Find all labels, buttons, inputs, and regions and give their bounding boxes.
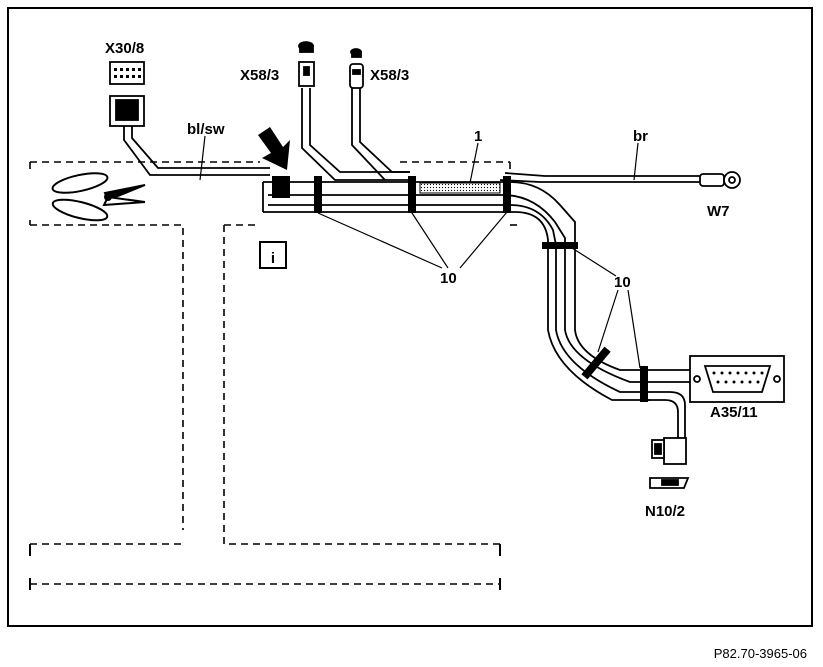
info-icon-glyph: i [271, 250, 275, 267]
n10-2-connector [649, 437, 690, 489]
cable-tie [272, 176, 290, 198]
x30-8-connector [109, 61, 145, 127]
cable-ties [272, 176, 648, 402]
cable-tie [640, 366, 648, 402]
w7-terminal [699, 171, 741, 189]
arrow-icon [258, 127, 290, 170]
br-wire [499, 172, 700, 183]
n10-2-wire [640, 391, 686, 440]
main-harness [262, 181, 690, 401]
bl-sw-wire [123, 125, 270, 176]
cable-tie [542, 242, 578, 249]
label-br: br [633, 128, 648, 145]
label-n10-2: N10/2 [645, 503, 685, 520]
label-bl-sw: bl/sw [187, 121, 225, 138]
label-x58-3-right: X58/3 [370, 67, 409, 84]
component-1-sleeve [419, 182, 501, 194]
a35-11-connector [689, 355, 785, 403]
label-component-1: 1 [474, 128, 482, 145]
leader-lines [199, 135, 641, 369]
label-10-right: 10 [614, 274, 631, 291]
cable-tie [314, 176, 322, 213]
scissors-icon [51, 172, 146, 222]
cable-tie [581, 346, 611, 380]
x58-wires [301, 88, 410, 181]
dashed-outline [29, 161, 520, 585]
label-10-left: 10 [440, 270, 457, 287]
label-a35-11: A35/11 [710, 404, 758, 421]
x58-3-left-connector [298, 41, 315, 87]
label-x58-3-left: X58/3 [240, 67, 279, 84]
cable-tie [503, 176, 511, 213]
cable-tie [408, 176, 416, 213]
diagram-frame [7, 7, 813, 627]
label-w7: W7 [707, 203, 730, 220]
x58-3-right-connector [349, 48, 364, 89]
figure-caption: P82.70-3965-06 [713, 646, 807, 661]
outline-end-ticks [29, 544, 501, 590]
label-x30-8: X30/8 [105, 40, 144, 57]
info-icon: i [259, 241, 287, 269]
